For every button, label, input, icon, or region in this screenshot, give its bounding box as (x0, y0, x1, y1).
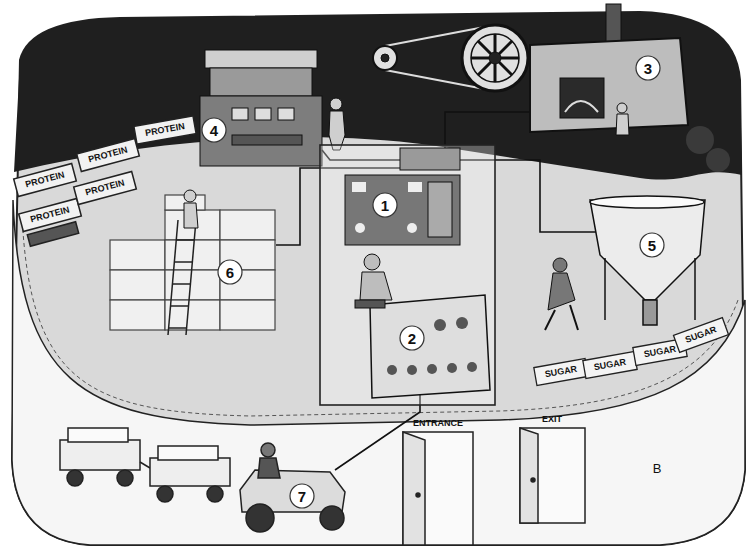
control-room (320, 145, 495, 405)
callout-number: 3 (644, 61, 652, 76)
operator-figure (355, 254, 392, 308)
callout-number: 6 (226, 265, 234, 280)
sugar-bags (534, 318, 729, 386)
tractor (240, 443, 345, 532)
carts (60, 428, 230, 502)
callout-number: 4 (210, 123, 218, 138)
furnace (530, 4, 730, 172)
entrance-door (403, 432, 473, 545)
brick-label: PROTEIN (88, 145, 129, 164)
exit-door (520, 428, 585, 523)
brick-label: PROTEIN (30, 205, 71, 224)
worker-figure (184, 190, 198, 228)
door-sign: EXIT (542, 415, 562, 424)
brick-label: PROTEIN (145, 122, 186, 138)
callout-number: 7 (298, 489, 306, 504)
worker-figure (616, 103, 629, 135)
control-wires (276, 112, 596, 470)
belt-drive (373, 25, 528, 91)
callout-discs (202, 56, 664, 508)
factory-floor (12, 12, 745, 545)
press-machine (200, 50, 322, 166)
bag-label: SUGAR (544, 365, 578, 380)
worker-figure (545, 258, 578, 330)
brick-label: PROTEIN (25, 170, 66, 189)
callout-number: 2 (408, 331, 416, 346)
brick-label: PROTEIN (85, 178, 126, 197)
worker-figure (329, 98, 345, 150)
bag-label: SUGAR (643, 345, 677, 360)
bag-label: SUGAR (684, 325, 718, 345)
callout-number: 5 (648, 238, 656, 253)
callout-number: 1 (381, 198, 389, 213)
door-sign: ENTRANCE (413, 419, 463, 428)
hopper (590, 196, 705, 325)
ladder (168, 220, 196, 335)
callout-letter: B (653, 462, 662, 475)
bag-label: SUGAR (593, 358, 627, 373)
